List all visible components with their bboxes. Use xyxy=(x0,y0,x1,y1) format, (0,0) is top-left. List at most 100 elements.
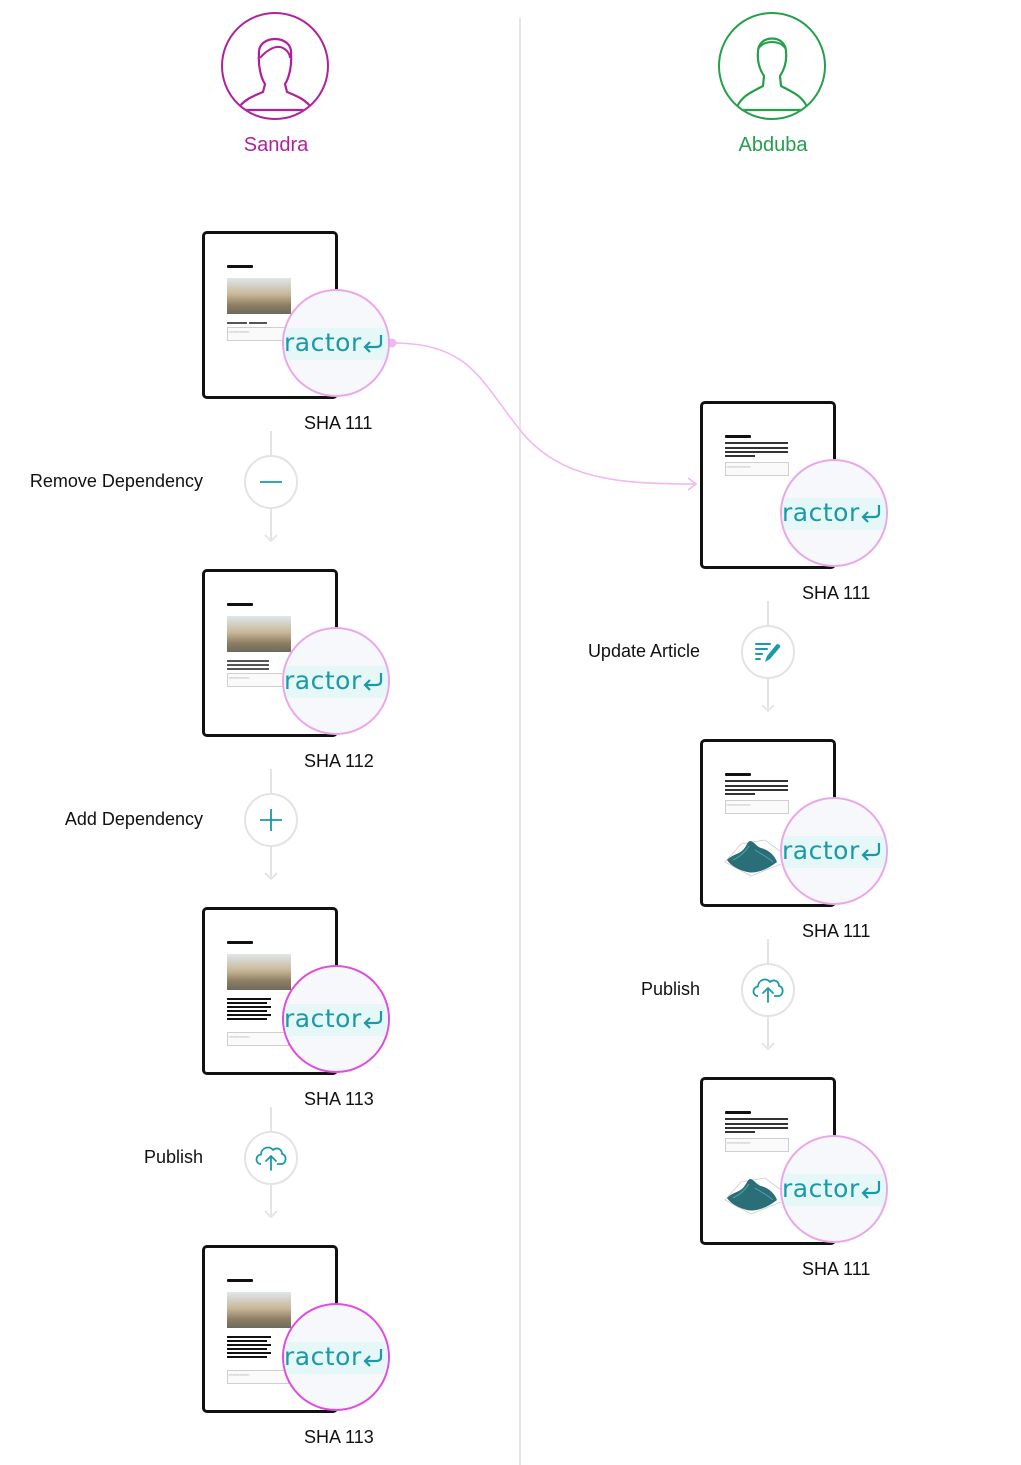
cloud-upload-step-button xyxy=(244,1131,298,1185)
document-card: ◦◦◦◦◦◦◦◦◦◦◦◦◦◦◦◦ ractor xyxy=(700,401,888,569)
document-card: ◦◦◦◦◦◦◦◦◦◦◦◦◦◦ractor xyxy=(202,907,390,1075)
doc-reference-box: ◦◦◦◦◦◦◦◦◦◦◦◦◦◦ xyxy=(227,673,289,687)
lens-highlight xyxy=(284,328,388,360)
document-card: ◦◦◦◦◦◦◦◦◦◦◦◦◦◦ractor xyxy=(202,231,390,399)
doc-text-line xyxy=(227,1010,267,1012)
lens-highlight xyxy=(284,666,388,698)
cloud-upload-icon xyxy=(255,1146,287,1171)
return-arrow-icon xyxy=(861,843,881,861)
step-connector xyxy=(270,769,272,793)
step-connector xyxy=(270,431,272,455)
lens-highlight xyxy=(782,498,886,530)
person-female-icon xyxy=(221,12,329,120)
doc-text-line xyxy=(227,998,271,1000)
arrow-down-icon xyxy=(264,872,278,881)
lens-text: ractor xyxy=(284,1004,362,1033)
column-divider xyxy=(519,18,521,1465)
doc-photo xyxy=(227,616,291,652)
plus-step-button xyxy=(244,793,298,847)
doc-reference-box: ◦◦◦◦◦◦◦◦◦◦◦◦◦◦ xyxy=(227,327,289,341)
person-male-icon xyxy=(718,12,826,120)
doc-text-line xyxy=(725,455,755,457)
sha-label: SHA 113 xyxy=(304,1427,374,1447)
document-card: ◦◦◦◦◦◦◦◦◦◦◦◦◦◦◦◦ ractor xyxy=(700,1077,888,1245)
doc-text-line xyxy=(725,1118,788,1121)
person-abduba: Abduba xyxy=(718,12,828,157)
doc-text-line xyxy=(227,1018,267,1020)
edit-text-step-button xyxy=(741,625,795,679)
doc-text-line xyxy=(227,1356,267,1358)
cloud-upload-step-button xyxy=(741,963,795,1017)
person-name: Sandra xyxy=(243,134,309,156)
step-connector xyxy=(767,679,769,709)
sha-label: SHA 111 xyxy=(802,583,871,603)
doc-heading xyxy=(725,1111,751,1114)
doc-photo xyxy=(227,278,291,314)
lens-highlight xyxy=(782,1174,886,1206)
doc-text-line xyxy=(725,1127,788,1129)
doc-reference-box: ◦◦◦◦◦◦◦◦◦◦◦◦◦◦◦◦ xyxy=(725,1138,789,1152)
doc-text-line xyxy=(227,1336,271,1338)
step-connector xyxy=(270,1107,272,1131)
doc-text-line xyxy=(227,1352,271,1354)
doc-text-line xyxy=(227,1344,271,1346)
step-label: Publish xyxy=(640,979,700,999)
step-connector xyxy=(767,939,769,963)
doc-text-line xyxy=(227,1340,267,1342)
doc-text-line xyxy=(227,664,269,666)
arrow-down-icon xyxy=(761,704,775,713)
sha-label: SHA 112 xyxy=(304,751,374,771)
lens-text: ractor xyxy=(782,498,860,527)
doc-heading xyxy=(227,1279,253,1282)
step-connector xyxy=(270,847,272,877)
plus-icon xyxy=(260,809,282,831)
doc-text-line xyxy=(227,668,269,670)
doc-text-line xyxy=(227,322,247,324)
lens-text: ractor xyxy=(284,1342,362,1371)
arrow-down-icon xyxy=(761,1042,775,1051)
return-arrow-icon xyxy=(363,1011,383,1029)
lens-text: ractor xyxy=(284,328,362,357)
surface-chart-thumbnail xyxy=(724,839,782,877)
doc-text-line xyxy=(227,1014,271,1016)
doc-reference-box: ◦◦◦◦◦◦◦◦◦◦◦◦◦◦ xyxy=(227,1370,289,1384)
doc-photo xyxy=(227,1292,291,1328)
package-lens: ractor xyxy=(780,1135,888,1243)
return-arrow-icon xyxy=(363,335,383,353)
doc-text-line xyxy=(227,1348,267,1350)
doc-heading xyxy=(725,435,751,438)
package-lens: ractor xyxy=(282,1303,390,1411)
arrow-down-icon xyxy=(264,1210,278,1219)
sha-label: SHA 111 xyxy=(802,1259,871,1279)
doc-text-line xyxy=(725,793,755,795)
doc-heading xyxy=(725,773,751,776)
step-label: Remove Dependency xyxy=(29,471,203,491)
package-lens: ractor xyxy=(780,797,888,905)
package-lens: ractor xyxy=(282,627,390,735)
document-card: ◦◦◦◦◦◦◦◦◦◦◦◦◦◦ractor xyxy=(202,1245,390,1413)
cloud-upload-icon xyxy=(752,978,784,1003)
doc-text-line xyxy=(725,785,788,787)
doc-reference-box: ◦◦◦◦◦◦◦◦◦◦◦◦◦◦◦◦ xyxy=(725,800,789,814)
package-lens: ractor xyxy=(282,289,390,397)
return-arrow-icon xyxy=(363,673,383,691)
sha-label: SHA 113 xyxy=(304,1089,374,1109)
doc-text-line xyxy=(227,1002,267,1004)
doc-photo xyxy=(227,954,291,990)
lens-highlight xyxy=(284,1342,388,1374)
doc-reference-box: ◦◦◦◦◦◦◦◦◦◦◦◦◦◦◦◦ xyxy=(725,462,789,476)
document-card: ◦◦◦◦◦◦◦◦◦◦◦◦◦◦◦◦ ractor xyxy=(700,739,888,907)
lens-text: ractor xyxy=(284,666,362,695)
lens-text: ractor xyxy=(782,836,860,865)
lens-text: ractor xyxy=(782,1174,860,1203)
lens-highlight xyxy=(284,1004,388,1036)
document-card: ◦◦◦◦◦◦◦◦◦◦◦◦◦◦ractor xyxy=(202,569,390,737)
return-arrow-icon xyxy=(861,505,881,523)
minus-step-button xyxy=(244,455,298,509)
edit-text-icon xyxy=(755,643,781,662)
doc-text-line xyxy=(725,451,788,453)
doc-text-line xyxy=(725,442,788,445)
doc-text-line xyxy=(725,780,788,783)
